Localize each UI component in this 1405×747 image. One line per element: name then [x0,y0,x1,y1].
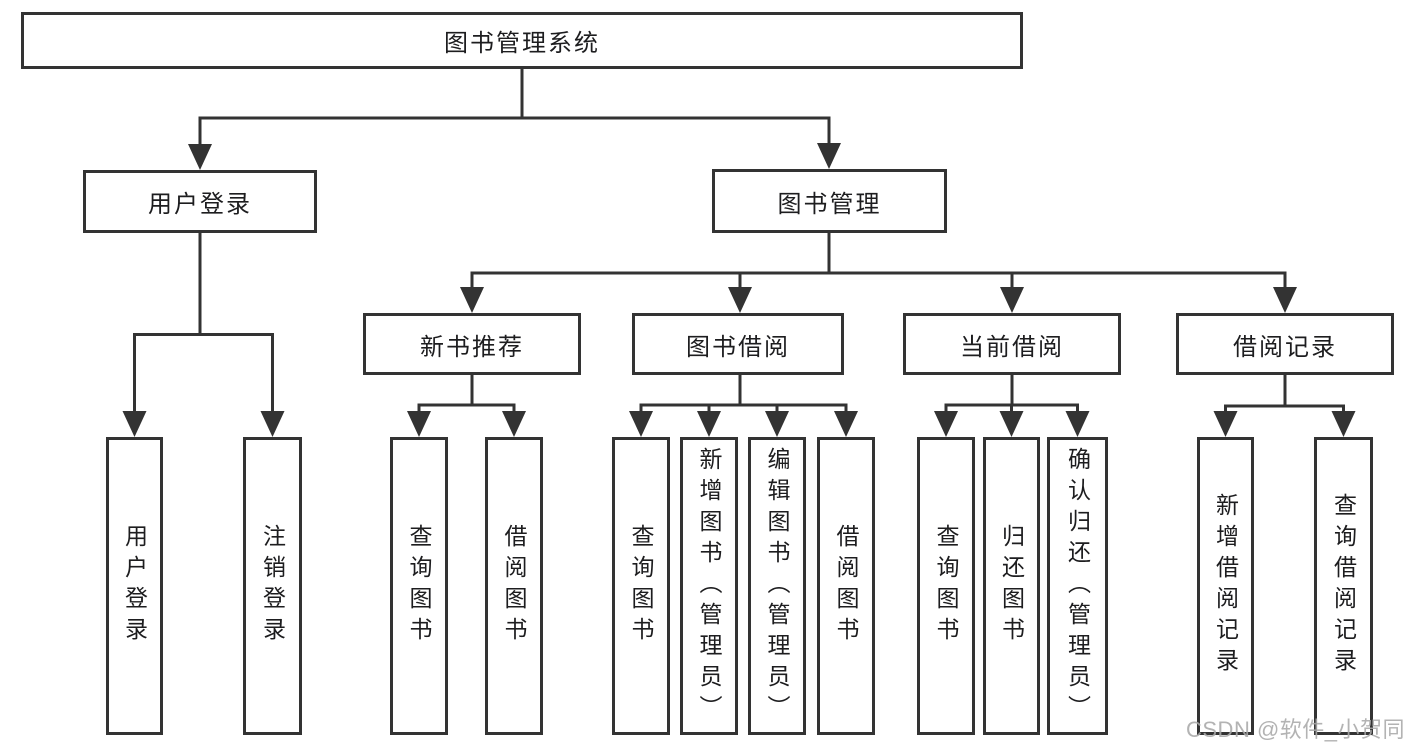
leaf-return-books: 归还图书 [983,437,1040,735]
watermark-text: CSDN @软件_小贺同学 [1186,717,1405,742]
leaf-query-books-recommend: 查询图书 [390,437,448,735]
node-current-borrowing: 当前借阅 [903,313,1121,375]
leaf-borrow-books-recommend: 借阅图书 [485,437,543,735]
node-book-borrowing: 图书借阅 [632,313,844,375]
leaf-edit-books-admin: 编辑图书（管理员） [748,437,806,735]
leaf-query-books-borrowing: 查询图书 [612,437,670,735]
leaf-add-books-admin: 新增图书（管理员） [680,437,738,735]
node-book-management: 图书管理 [712,169,947,233]
leaf-logout: 注销登录 [243,437,302,735]
leaf-query-borrow-record: 查询借阅记录 [1314,437,1373,735]
leaf-confirm-return-admin: 确认归还（管理员） [1047,437,1108,735]
node-new-book-recommendation: 新书推荐 [363,313,581,375]
arrowheads [122,143,1356,437]
leaf-query-books-current: 查询图书 [917,437,975,735]
node-user-login: 用户登录 [83,170,317,233]
leaf-borrow-books-borrowing: 借阅图书 [817,437,875,735]
node-borrowing-records: 借阅记录 [1176,313,1394,375]
leaf-user-login: 用户登录 [106,437,163,735]
node-system-root: 图书管理系统 [21,12,1023,69]
leaf-add-borrow-record: 新增借阅记录 [1197,437,1254,735]
